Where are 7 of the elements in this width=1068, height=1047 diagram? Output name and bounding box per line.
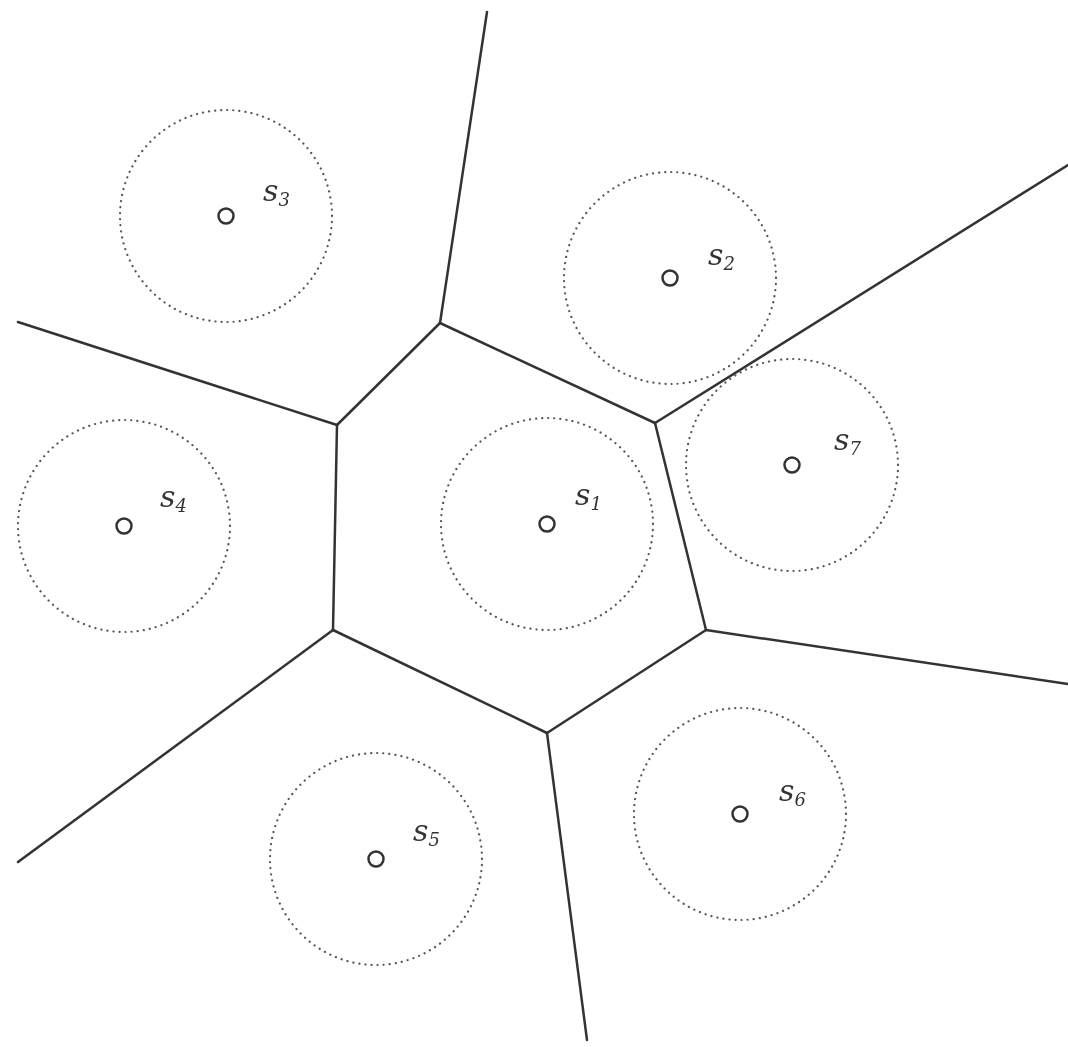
site-label: s$_{3}$ bbox=[263, 176, 290, 210]
site-label: s$_{6}$ bbox=[779, 776, 806, 810]
site-label: s$_{1}$ bbox=[575, 480, 602, 514]
site-label: s$_{5}$ bbox=[413, 816, 440, 850]
site-label: s$_{2}$ bbox=[708, 240, 735, 274]
site-label: s$_{7}$ bbox=[834, 425, 861, 459]
site-label: s$_{4}$ bbox=[160, 482, 187, 516]
